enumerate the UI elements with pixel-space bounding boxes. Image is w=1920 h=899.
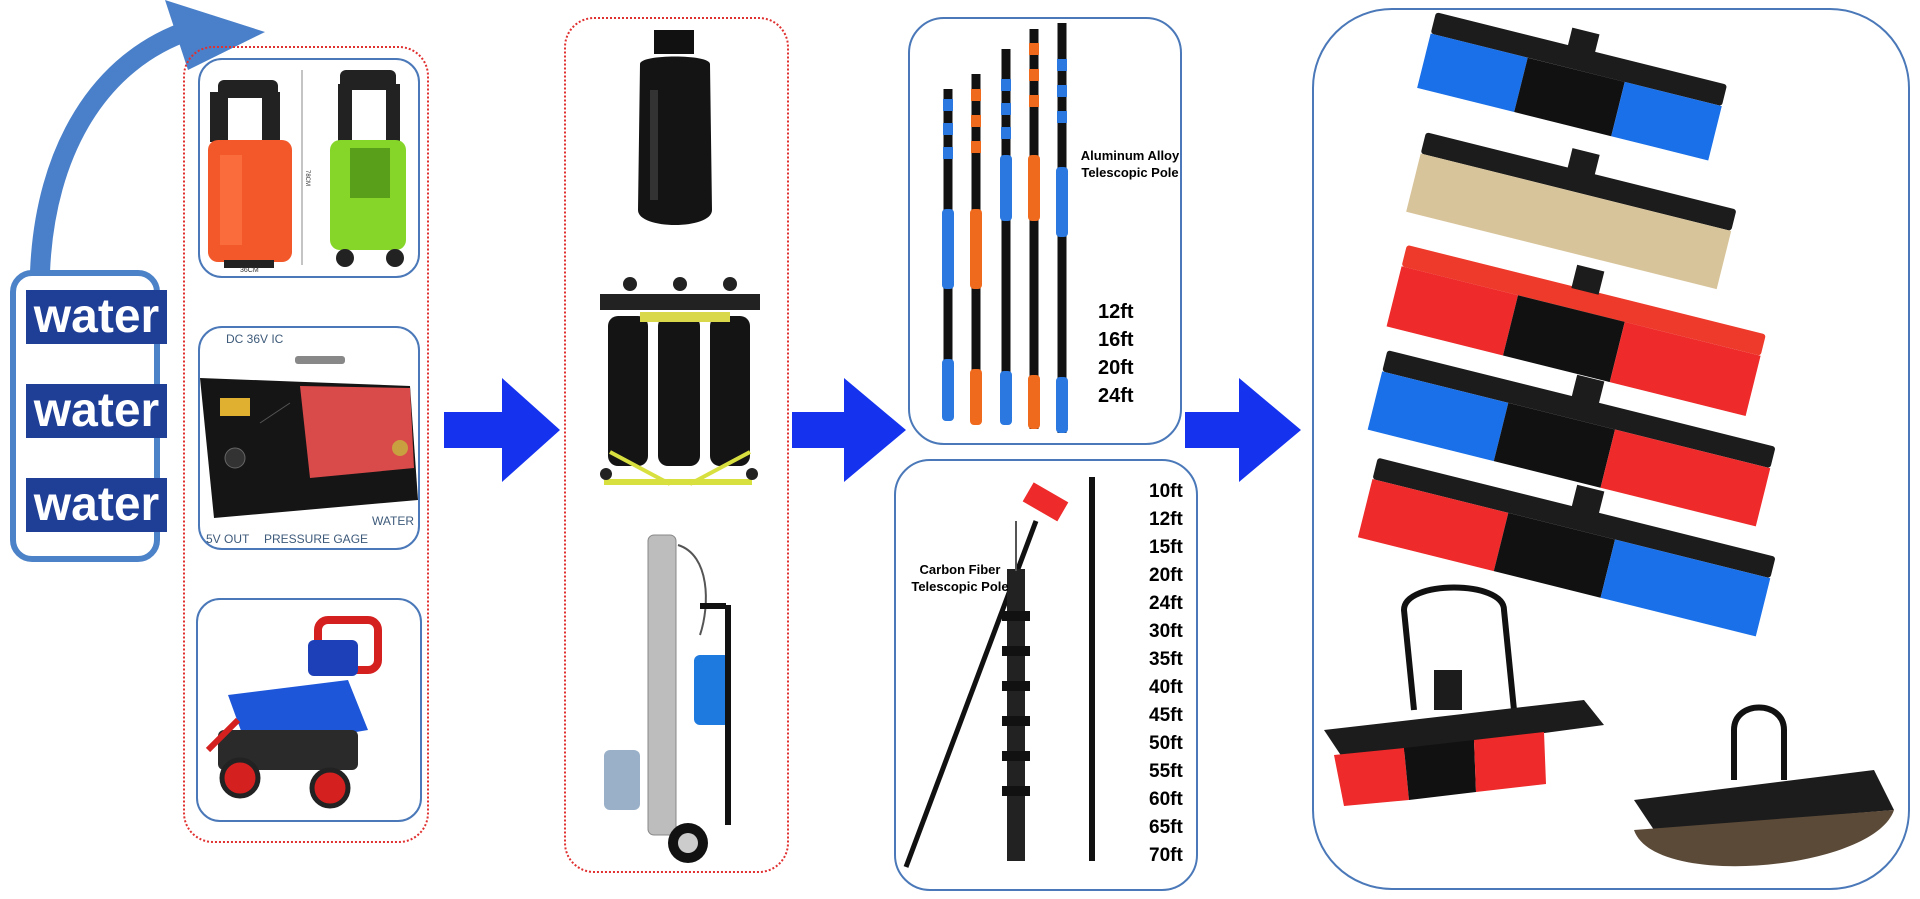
trolley-width-label: 36CM bbox=[240, 267, 259, 274]
stage-supply-panel bbox=[183, 46, 429, 843]
brush-blue-black bbox=[1417, 12, 1727, 161]
carbon-length-list: 10ft 12ft 15ft 20ft 24ft 30ft 35ft 40ft … bbox=[1149, 481, 1183, 873]
brush-red-black bbox=[1386, 245, 1766, 416]
brush-panel bbox=[1312, 8, 1910, 890]
carbon-length-item: 65ft bbox=[1149, 817, 1183, 838]
pump-dc-label: DC 36V IC bbox=[226, 332, 284, 346]
aluminum-length-item: 12ft bbox=[1098, 301, 1134, 323]
water-label-1: water bbox=[26, 290, 167, 344]
resin-vessel-image bbox=[638, 30, 712, 225]
carbon-pole-title: Carbon Fiber Telescopic Pole bbox=[900, 561, 1020, 595]
curved-arrow bbox=[30, 0, 265, 273]
trolley-tank-card: 36CM 78CM bbox=[198, 58, 420, 278]
carbon-pole-card: Carbon Fiber Telescopic Pole 10ft 12ft 1… bbox=[894, 459, 1198, 891]
carbon-length-item: 55ft bbox=[1149, 761, 1183, 782]
booster-pump-image bbox=[200, 356, 418, 518]
carbon-length-item: 30ft bbox=[1149, 621, 1183, 642]
carbon-length-item: 24ft bbox=[1149, 593, 1183, 614]
carbon-length-item: 15ft bbox=[1149, 537, 1183, 558]
carbon-length-item: 12ft bbox=[1149, 509, 1183, 530]
brush-tan bbox=[1406, 132, 1736, 290]
flow-arrow-2 bbox=[792, 378, 906, 482]
aluminum-length-item: 24ft bbox=[1098, 385, 1134, 407]
ro-system-image bbox=[604, 534, 731, 863]
carbon-length-item: 50ft bbox=[1149, 733, 1183, 754]
trolley-tank-image: 36CM 78CM bbox=[208, 70, 406, 274]
carbon-length-item: 20ft bbox=[1149, 565, 1183, 586]
brush-red-blue bbox=[1357, 458, 1775, 637]
carbon-length-item: 70ft bbox=[1149, 845, 1183, 866]
water-label-2: water bbox=[26, 384, 167, 438]
aluminum-pole-title-line2: Telescopic Pole bbox=[1081, 165, 1179, 180]
triple-filter-image bbox=[600, 277, 760, 486]
pressure-washer-image bbox=[205, 616, 382, 809]
aluminum-length-item: 20ft bbox=[1098, 357, 1134, 379]
carbon-length-item: 45ft bbox=[1149, 705, 1183, 726]
pump-pressure-label: PRESSURE GAGE bbox=[264, 532, 369, 546]
pump-out-label: 5V OUT bbox=[206, 532, 250, 546]
carbon-length-item: 40ft bbox=[1149, 677, 1183, 698]
carbon-pole-title-line2: Telescopic Pole bbox=[911, 579, 1009, 594]
carbon-length-item: 35ft bbox=[1149, 649, 1183, 670]
carbon-pole-title-line1: Carbon Fiber bbox=[919, 562, 1001, 577]
water-source-box: water water water bbox=[10, 270, 167, 562]
aluminum-poles-image bbox=[942, 23, 1068, 433]
stage-filter-panel bbox=[564, 17, 789, 873]
carbon-length-item: 10ft bbox=[1149, 481, 1183, 502]
water-label-3: water bbox=[26, 478, 167, 532]
brush-collection-image bbox=[1324, 12, 1894, 867]
trolley-height-label: 78CM bbox=[304, 170, 310, 186]
carbon-poles-image bbox=[903, 477, 1095, 868]
flow-arrow-1 bbox=[444, 378, 560, 482]
flow-arrow-3 bbox=[1185, 378, 1301, 482]
brush-round-natural bbox=[1634, 704, 1894, 867]
aluminum-pole-card: Aluminum Alloy Telescopic Pole 12ft 16ft… bbox=[908, 17, 1182, 445]
pressure-washer-card bbox=[196, 598, 422, 822]
brush-blue-red bbox=[1367, 350, 1775, 527]
aluminum-pole-title: Aluminum Alloy Telescopic Pole bbox=[1070, 147, 1190, 181]
aluminum-pole-title-line1: Aluminum Alloy bbox=[1080, 148, 1180, 163]
booster-pump-card: DC 36V IC 5V OUT PRESSURE GAGE WATER bbox=[198, 326, 420, 550]
carbon-length-item: 60ft bbox=[1149, 789, 1183, 810]
aluminum-length-item: 16ft bbox=[1098, 329, 1134, 351]
pump-water-label: WATER bbox=[372, 514, 414, 528]
brush-hose-flat bbox=[1324, 584, 1604, 806]
aluminum-length-list: 12ft 16ft 20ft 24ft bbox=[1098, 301, 1134, 413]
